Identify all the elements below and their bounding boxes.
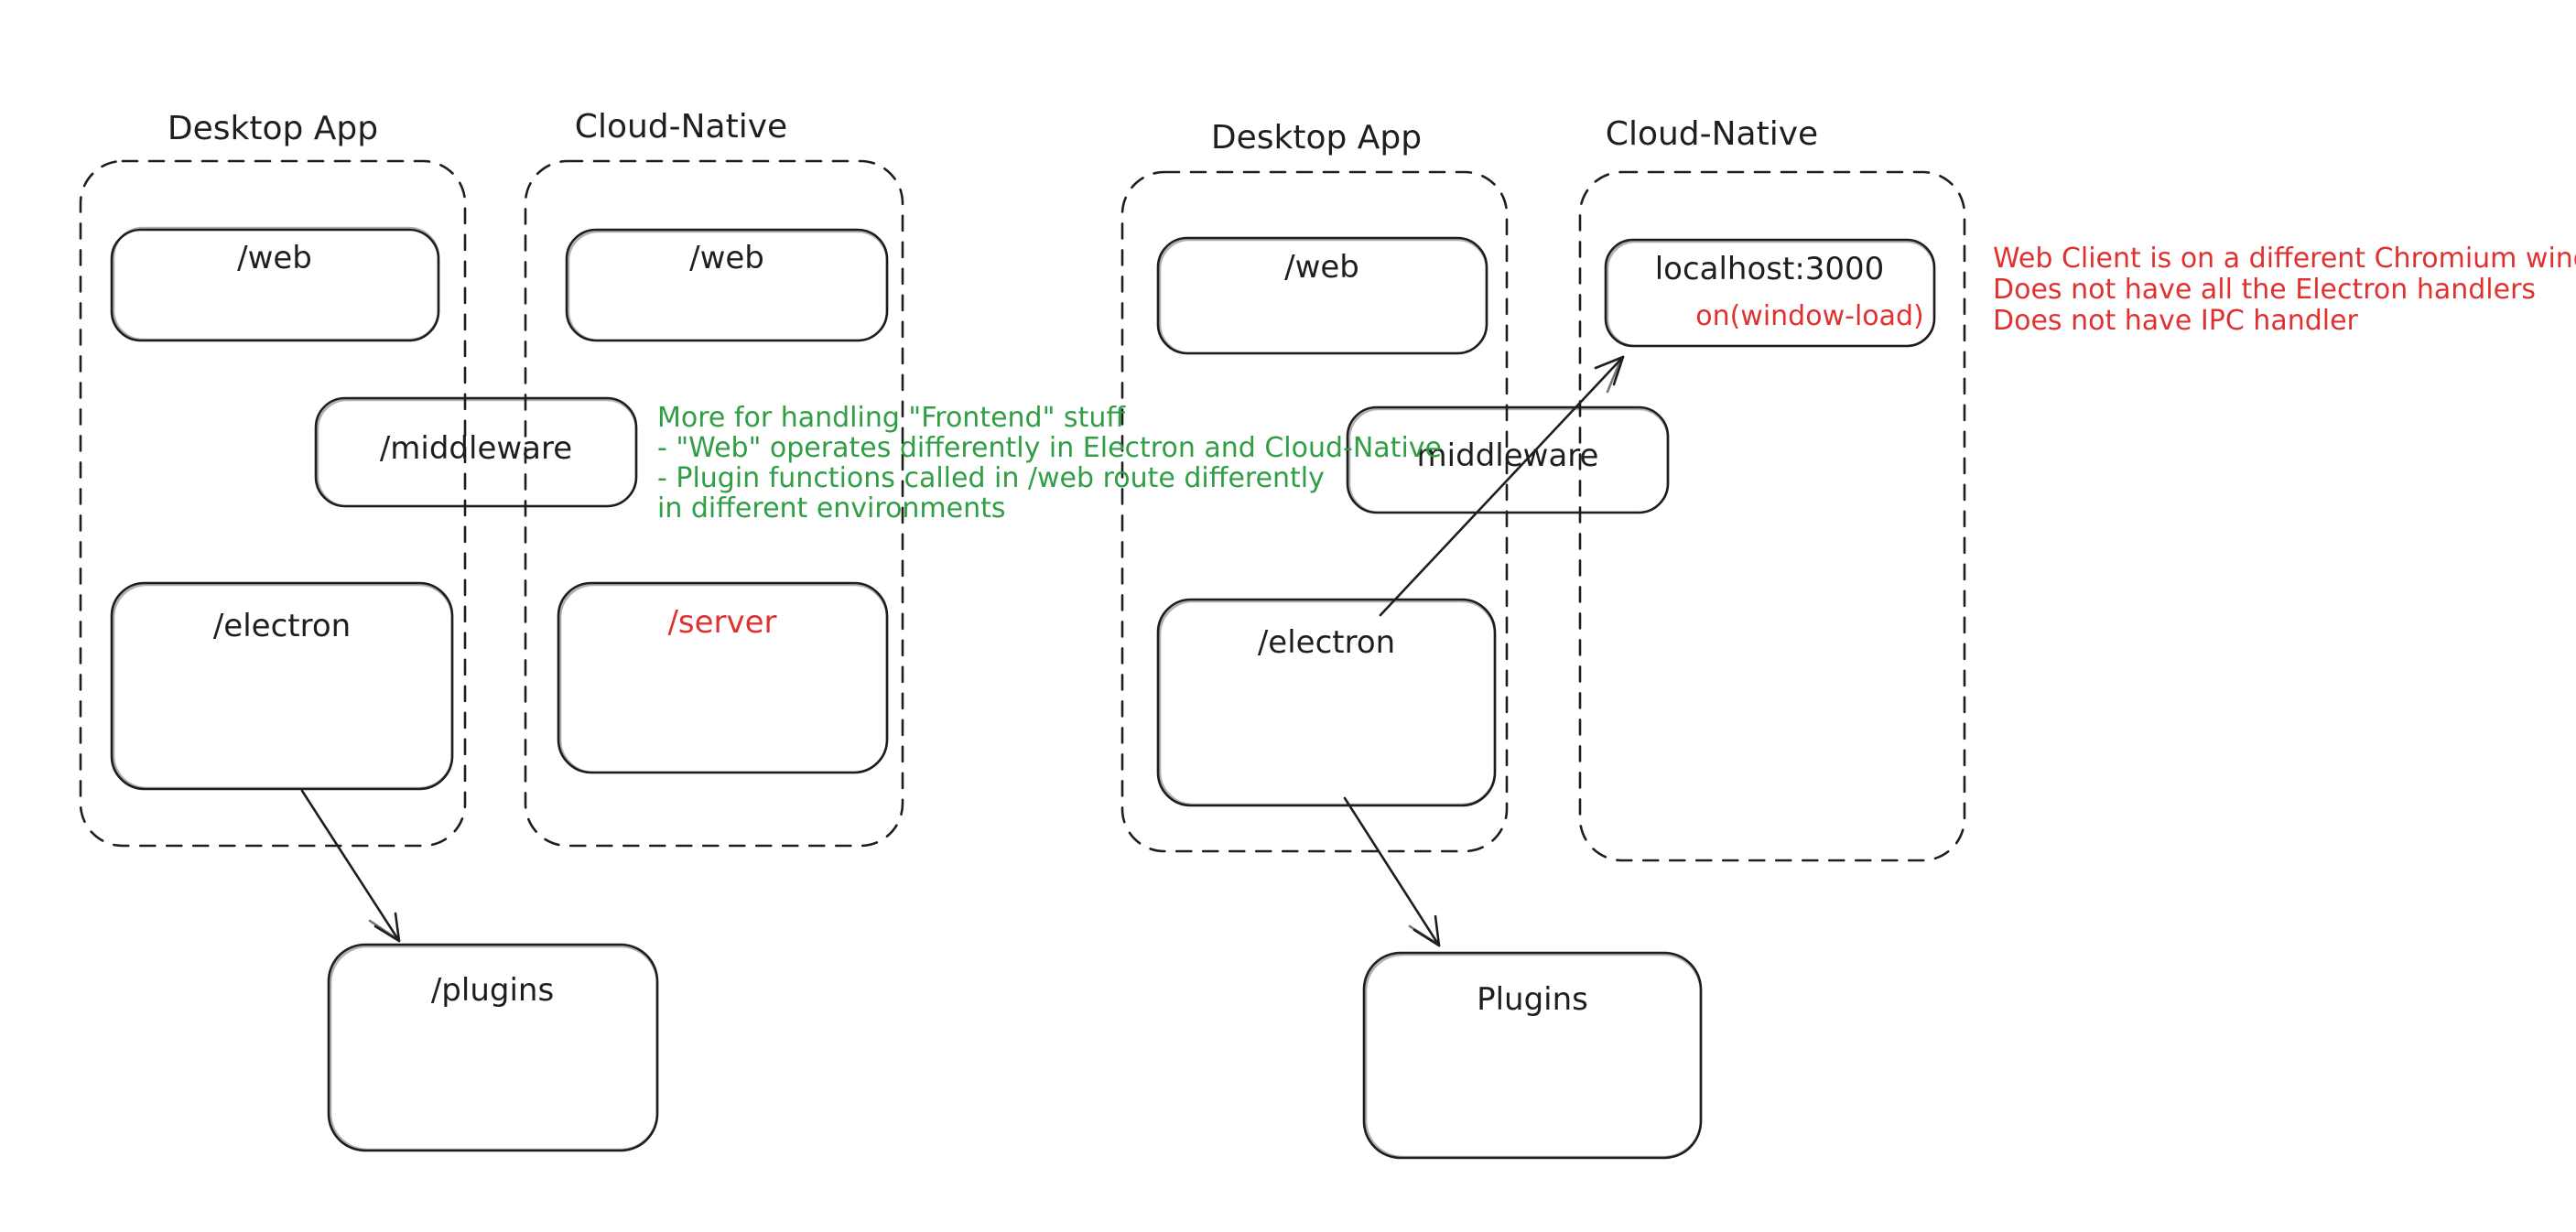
annotation-web-client-note-line2: Does not have all the Electron handlers bbox=[1993, 274, 2537, 306]
box-label-localhost: localhost:3000 bbox=[1654, 251, 1885, 287]
box-label-plugins-right: Plugins bbox=[1477, 981, 1588, 1018]
annotation-web-client-note-line3: Does not have IPC handler bbox=[1993, 305, 2358, 337]
box-server-sketch bbox=[558, 583, 889, 774]
arrow-electron-to-plugins-right bbox=[1343, 796, 1441, 947]
box-plugins-left bbox=[327, 943, 659, 1152]
arrow-electron-to-plugins bbox=[300, 789, 401, 943]
annotation-web-client-note: Web Client is on a different Chromium wi… bbox=[1993, 243, 2576, 337]
container-label-cloud-native-right: Cloud-Native bbox=[1605, 115, 1819, 153]
box-electron-left-sketch bbox=[112, 583, 454, 790]
annotation-middleware-note-line2: - "Web" operates differently in Electron… bbox=[657, 432, 1442, 464]
annotation-middleware-note-line1: More for handling "Frontend" stuff bbox=[657, 402, 1126, 434]
box-middleware-left bbox=[314, 396, 638, 508]
box-middleware-right-sketch bbox=[1348, 407, 1670, 514]
annotation-middleware-note-line4: in different environments bbox=[657, 492, 1006, 524]
container-label-cloud-native-left: Cloud-Native bbox=[574, 108, 788, 146]
box-label-localhost-event: on(window-load) bbox=[1695, 300, 1924, 332]
container-label-desktop-app-right: Desktop App bbox=[1210, 119, 1423, 157]
box-electron-right-sketch bbox=[1158, 600, 1497, 806]
box-web-right-sketch bbox=[1158, 238, 1488, 355]
box-label-middleware-left: /middleware bbox=[379, 430, 573, 467]
container-desktop-app-left bbox=[79, 159, 467, 848]
box-middleware-right bbox=[1346, 405, 1670, 514]
box-web-right bbox=[1156, 236, 1488, 355]
box-label-electron-right: /electron bbox=[1257, 624, 1396, 661]
box-web-left bbox=[110, 228, 440, 342]
box-localhost bbox=[1604, 238, 1936, 348]
box-web-cloud-left bbox=[565, 228, 889, 342]
box-label-electron-left: /electron bbox=[212, 608, 352, 644]
box-plugins-right bbox=[1362, 951, 1703, 1160]
box-server bbox=[557, 581, 889, 774]
box-plugins-right-sketch bbox=[1364, 953, 1703, 1159]
box-plugins-left-sketch bbox=[329, 945, 659, 1151]
annotation-web-client-note-line1: Web Client is on a different Chromium wi… bbox=[1993, 243, 2576, 275]
container-cloud-native-right bbox=[1578, 170, 1966, 862]
annotation-middleware-note-line3: - Plugin functions called in /web route … bbox=[657, 462, 1325, 494]
box-electron-left bbox=[110, 581, 454, 791]
annotation-middleware-note: More for handling "Frontend" stuff - "We… bbox=[657, 403, 1442, 524]
container-label-desktop-app-left: Desktop App bbox=[167, 110, 379, 147]
box-web-left-sketch bbox=[112, 226, 440, 341]
box-electron-right bbox=[1156, 598, 1497, 807]
box-middleware-left-sketch bbox=[316, 398, 638, 508]
box-label-middleware-right: middleware bbox=[1416, 438, 1599, 474]
box-web-cloud-left-sketch bbox=[567, 230, 889, 342]
box-label-web-left: /web bbox=[237, 240, 312, 276]
box-localhost-sketch bbox=[1606, 240, 1936, 348]
container-cloud-native-left bbox=[524, 159, 904, 848]
box-label-web-right: /web bbox=[1284, 249, 1359, 286]
box-label-plugins-left: /plugins bbox=[430, 972, 555, 1009]
box-label-web-cloud-left: /web bbox=[689, 240, 764, 276]
box-label-server: /server bbox=[667, 604, 777, 641]
arrow-electron-to-localhost bbox=[1379, 355, 1625, 617]
